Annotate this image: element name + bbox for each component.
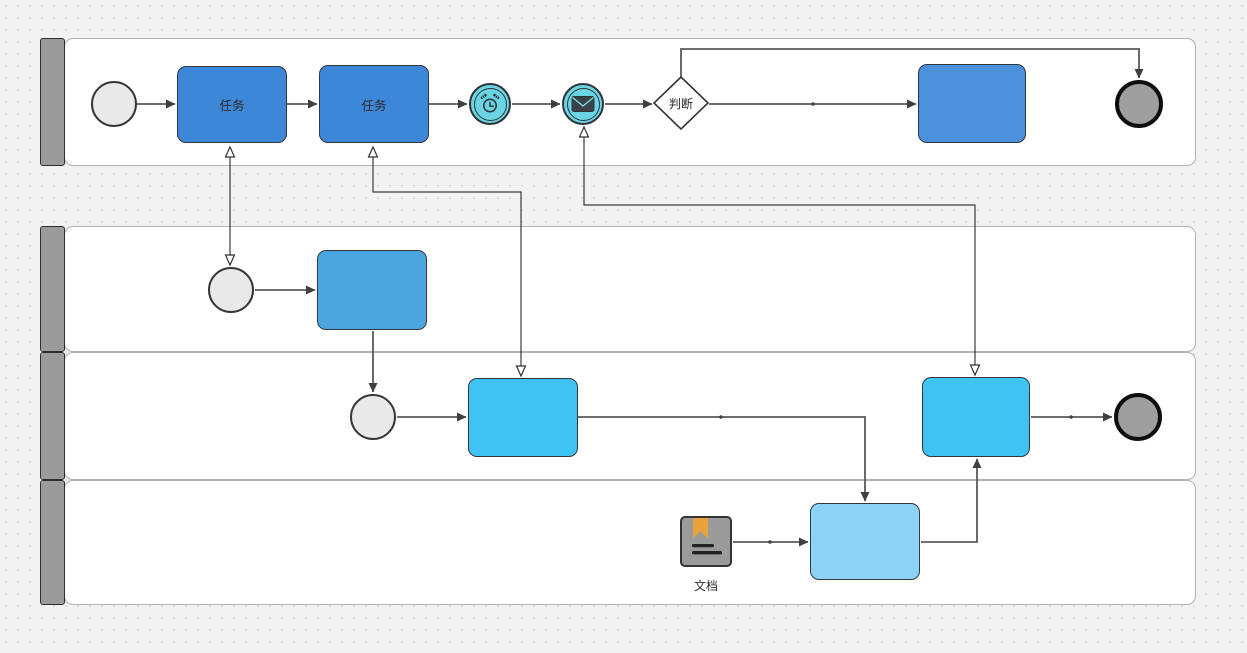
waypoint-dot[interactable]: [1069, 415, 1073, 419]
flow-box-lane3a-to-box-lane4[interactable]: [578, 416, 870, 502]
document-node[interactable]: [680, 516, 732, 567]
end-event-2[interactable]: [1114, 393, 1162, 441]
task-1[interactable]: 任务: [177, 66, 287, 143]
flow-box-lane4-to-box-lane3b[interactable]: [921, 458, 982, 543]
assoc-message-box-lane3b[interactable]: [578, 125, 981, 377]
decision-gateway[interactable]: 判断: [652, 75, 710, 131]
timer-icon: [480, 93, 500, 113]
start-event-3[interactable]: [350, 394, 396, 440]
box-lane3-a[interactable]: [468, 378, 578, 457]
box-lane2[interactable]: [317, 250, 427, 330]
task-2[interactable]: 任务: [319, 65, 429, 143]
document-icon: [680, 516, 732, 567]
start-event-2[interactable]: [208, 267, 254, 313]
box-lane3-b[interactable]: [922, 377, 1030, 457]
waypoint-dot[interactable]: [768, 540, 772, 544]
task-1-label: 任务: [219, 99, 245, 113]
waypoint-dot[interactable]: [811, 102, 815, 106]
document-label: 文档: [693, 579, 718, 593]
start-event-1[interactable]: [91, 81, 137, 127]
end-event-1[interactable]: [1115, 80, 1163, 128]
bookmark-icon: [693, 518, 708, 538]
flow-gateway-to-end1[interactable]: [680, 48, 1144, 79]
lane-2-header[interactable]: [40, 226, 65, 352]
lane-4-header[interactable]: [40, 480, 65, 605]
timer-intermediate-event[interactable]: [469, 83, 511, 125]
lane-3-header[interactable]: [40, 352, 65, 480]
gateway-label: 判断: [668, 96, 693, 111]
lane-4[interactable]: [64, 480, 1196, 605]
envelope-icon: [571, 96, 595, 112]
task-2-label: 任务: [361, 98, 387, 113]
assoc-task2-box-lane3a[interactable]: [367, 145, 527, 378]
box-lane4[interactable]: [810, 503, 920, 580]
message-intermediate-event[interactable]: [562, 83, 604, 125]
lane-1-header[interactable]: [40, 38, 65, 166]
waypoint-dot[interactable]: [719, 415, 723, 419]
task-3[interactable]: [918, 64, 1026, 143]
